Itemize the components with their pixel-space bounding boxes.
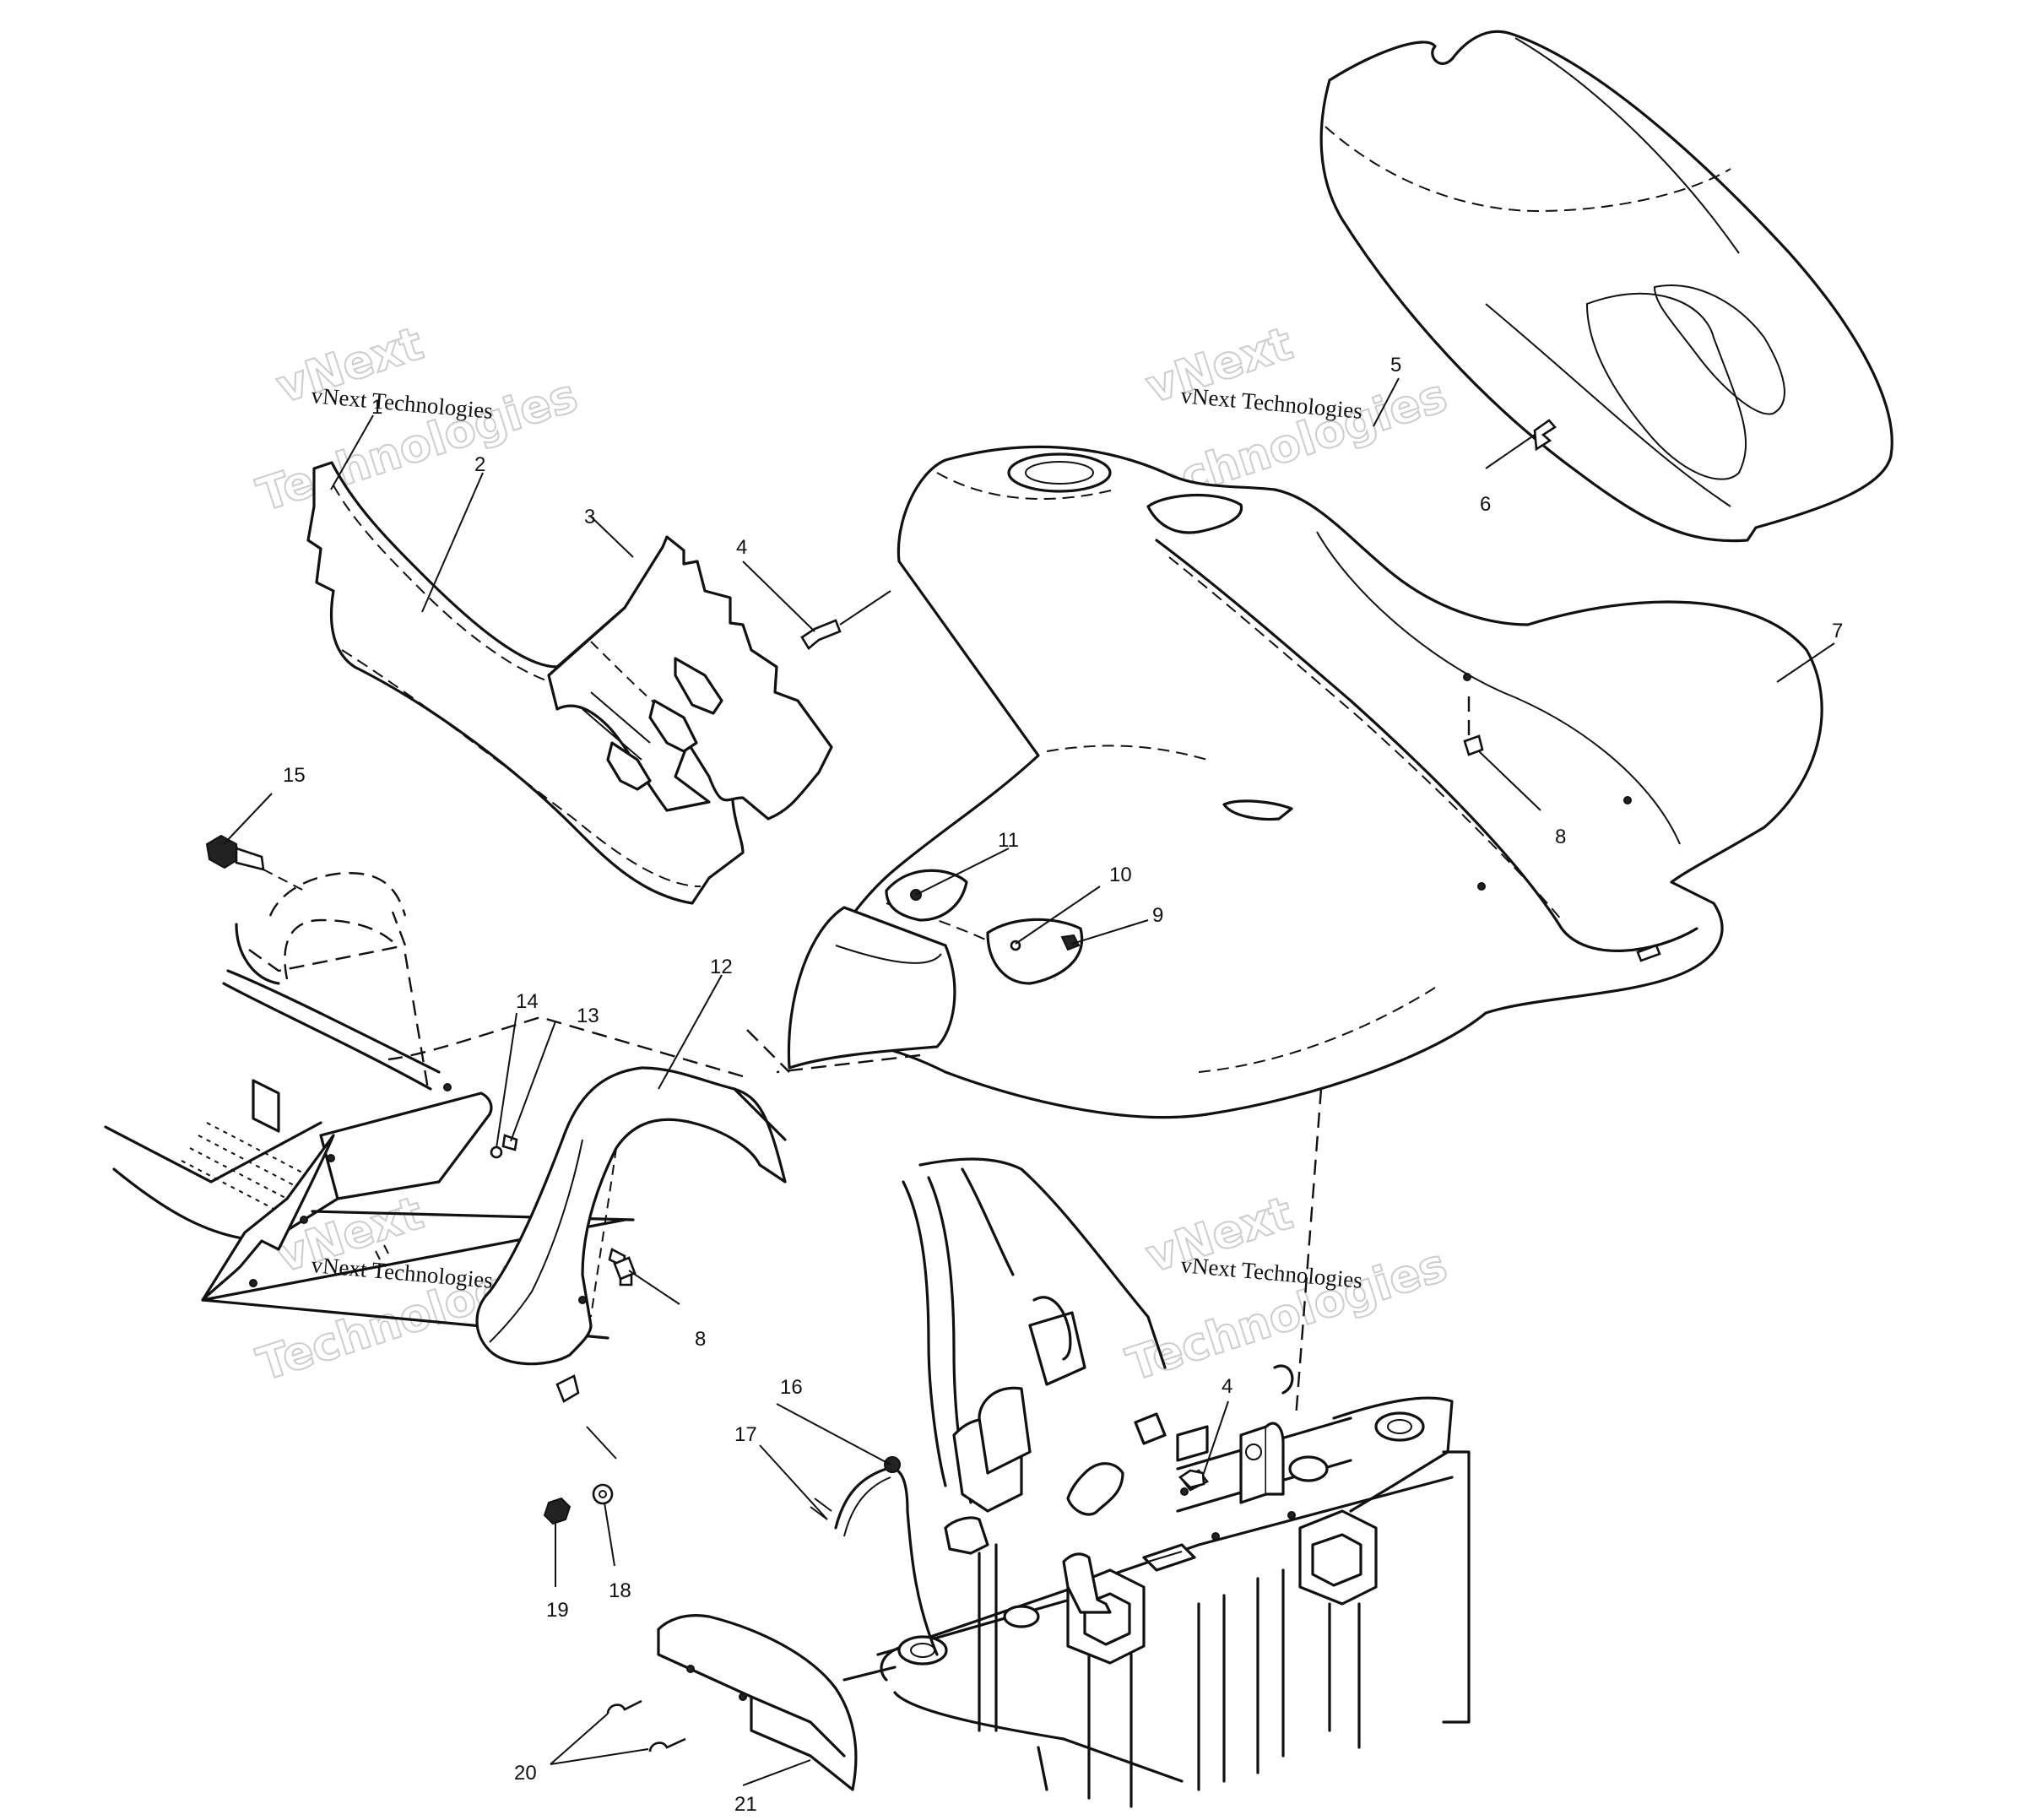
- callout-16: 16: [780, 1376, 803, 1399]
- part-18-19-washer-nut: [543, 1483, 614, 1525]
- callout-10: 10: [1109, 864, 1132, 886]
- callout-4-top: 4: [736, 536, 747, 559]
- part-12-front-flap: [475, 1066, 787, 1403]
- callout-21: 21: [734, 1793, 757, 1816]
- part-21-tailpiece: [657, 1614, 858, 1791]
- watermark-caption: vNext Technologies: [1179, 1252, 1363, 1293]
- callout-19: 19: [546, 1599, 569, 1622]
- lower-frame: [842, 1157, 1471, 1808]
- leader-lines: [223, 377, 1835, 1786]
- part-7-rear-fender: [787, 445, 1823, 1119]
- callout-20: 20: [514, 1762, 537, 1785]
- callout-15: 15: [283, 764, 306, 787]
- callout-17: 17: [734, 1423, 757, 1446]
- callout-2: 2: [474, 453, 485, 476]
- callout-5: 5: [1390, 354, 1401, 376]
- callout-8-lower: 8: [695, 1328, 706, 1351]
- part-2-side-panel: [306, 461, 745, 905]
- part-5-seat: [1319, 30, 1893, 543]
- part-3-footwell-panel: [547, 535, 833, 821]
- callout-12: 12: [710, 956, 733, 978]
- part-4-screw-lower: [1178, 1469, 1205, 1489]
- callout-1: 1: [371, 396, 382, 419]
- part-6-clip: [1533, 419, 1557, 452]
- part-20-rivets: [606, 1699, 686, 1752]
- part-15-bolt: [205, 834, 305, 891]
- watermark-bottom-right: vNext Technologies: [1119, 1185, 1454, 1392]
- assembly-lines: [387, 696, 1471, 1419]
- part-8-push-nut-lower: [613, 1256, 637, 1281]
- callout-9: 9: [1152, 904, 1163, 927]
- callout-4-lower: 4: [1222, 1375, 1232, 1398]
- part-14-13-hardware: [490, 1134, 518, 1159]
- callout-labels: 1 2 3 4 5 6 7 8 9 10 11 12 13 14 15 16 1…: [283, 354, 1843, 1816]
- callout-11: 11: [998, 829, 1019, 852]
- part-16-17-cable: [810, 1456, 939, 1656]
- callout-3: 3: [584, 506, 595, 528]
- callout-7: 7: [1832, 620, 1843, 642]
- callout-14: 14: [516, 990, 539, 1013]
- callout-13: 13: [577, 1005, 599, 1027]
- watermark-top-left: vNext Technologies: [250, 316, 584, 523]
- watermark-caption: vNext Technologies: [1179, 382, 1363, 424]
- watermark-caption: vNext Technologies: [310, 382, 494, 424]
- part-4-screw-top: [800, 590, 891, 650]
- watermark-caption: vNext Technologies: [310, 1252, 494, 1293]
- callout-8-upper: 8: [1555, 826, 1566, 848]
- callout-6: 6: [1480, 493, 1491, 516]
- footrest-area: [104, 872, 635, 1340]
- part-8-push-nut-upper: [1463, 734, 1484, 756]
- callout-18: 18: [609, 1579, 631, 1602]
